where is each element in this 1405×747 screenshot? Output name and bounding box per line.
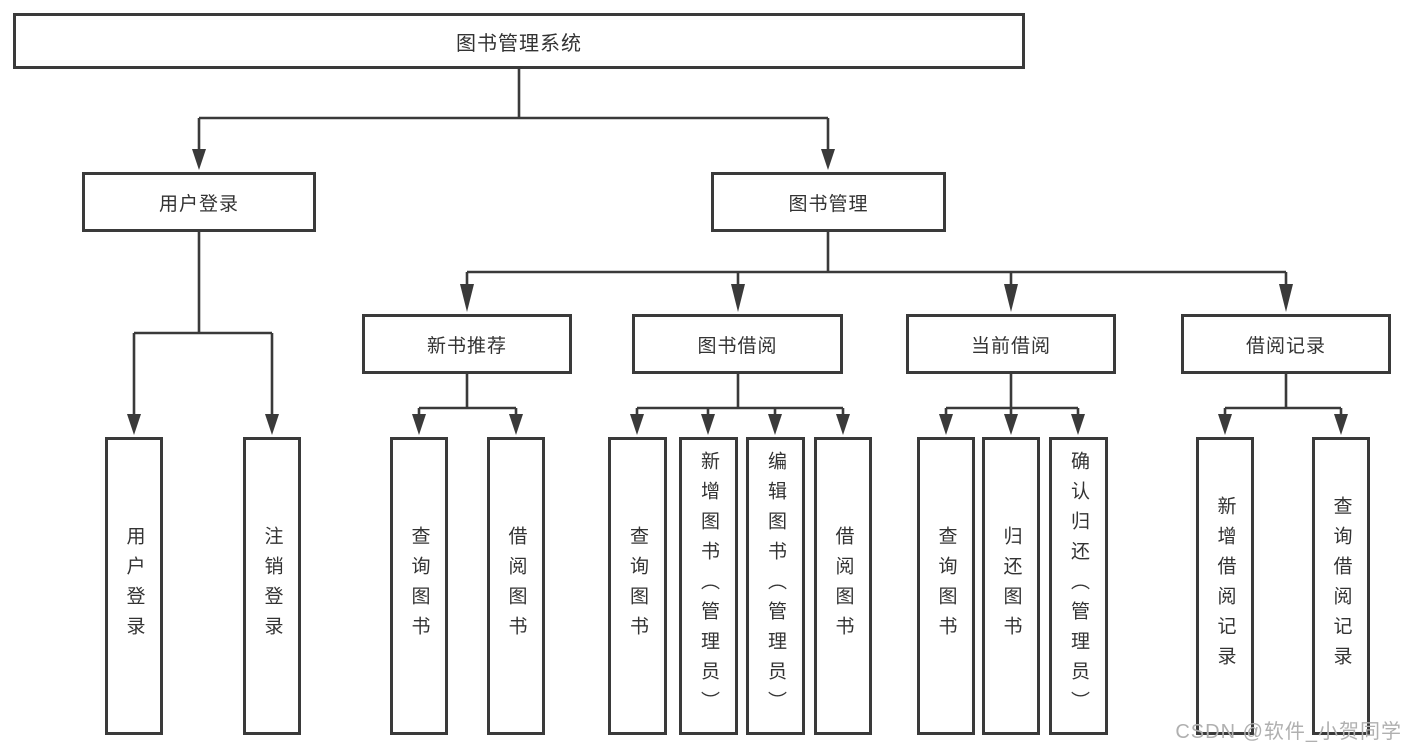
arrowhead-icon — [1218, 414, 1232, 435]
node-leaf-confirm-return-admin: 确认归还（管理员） — [1049, 437, 1108, 735]
arrowhead-icon — [821, 149, 835, 170]
node-new-book-recommend: 新书推荐 — [362, 314, 572, 374]
csdn-watermark: CSDN @软件_小贺同学 — [1175, 721, 1402, 743]
arrowhead-icon — [768, 414, 782, 435]
connector-currentborrow-to-leaves — [944, 374, 1080, 417]
arrowhead-icon — [701, 414, 715, 435]
arrowhead-icon — [412, 414, 426, 435]
node-user-login: 用户登录 — [82, 172, 316, 232]
node-leaf-user-login: 用户登录 — [105, 437, 163, 735]
connector-bookborrow-to-leaves — [635, 374, 845, 417]
node-current-borrowing: 当前借阅 — [906, 314, 1116, 374]
arrowhead-icon — [127, 414, 141, 435]
node-leaf-logout: 注销登录 — [243, 437, 301, 735]
connector-root-to-level1 — [197, 69, 830, 151]
connector-userlogin-to-leaves — [132, 232, 274, 416]
node-leaf-add-borrow-record: 新增借阅记录 — [1196, 437, 1254, 735]
node-leaf-query-books: 查询图书 — [917, 437, 975, 735]
node-leaf-borrow-books: 借阅图书 — [814, 437, 872, 735]
connector-borrowrecord-to-leaves — [1223, 374, 1343, 417]
node-leaf-query-books: 查询图书 — [608, 437, 667, 735]
arrowhead-icon — [1334, 414, 1348, 435]
arrowhead-icon — [1279, 284, 1293, 312]
arrowhead-icon — [460, 284, 474, 312]
connector-newbook-to-leaves — [417, 374, 518, 417]
arrowhead-icon — [939, 414, 953, 435]
node-leaf-return-books: 归还图书 — [982, 437, 1040, 735]
arrowhead-icon — [1004, 284, 1018, 312]
arrowhead-icon — [509, 414, 523, 435]
arrowhead-icon — [265, 414, 279, 435]
node-leaf-add-books-admin: 新增图书（管理员） — [679, 437, 738, 735]
node-leaf-query-books: 查询图书 — [390, 437, 448, 735]
arrowhead-icon — [1071, 414, 1085, 435]
node-book-borrowing: 图书借阅 — [632, 314, 843, 374]
node-leaf-edit-books-admin: 编辑图书（管理员） — [746, 437, 805, 735]
node-borrowing-records: 借阅记录 — [1181, 314, 1391, 374]
node-leaf-borrow-books: 借阅图书 — [487, 437, 545, 735]
arrowhead-icon — [836, 414, 850, 435]
arrowhead-icon — [192, 149, 206, 170]
arrowhead-icon — [1004, 414, 1018, 435]
node-leaf-query-borrow-record: 查询借阅记录 — [1312, 437, 1370, 735]
arrowhead-icon — [731, 284, 745, 312]
node-book-management: 图书管理 — [711, 172, 946, 232]
node-library-system: 图书管理系统 — [13, 13, 1025, 69]
arrowhead-icon — [630, 414, 644, 435]
connector-bookmgmt-to-level2 — [465, 232, 1288, 285]
